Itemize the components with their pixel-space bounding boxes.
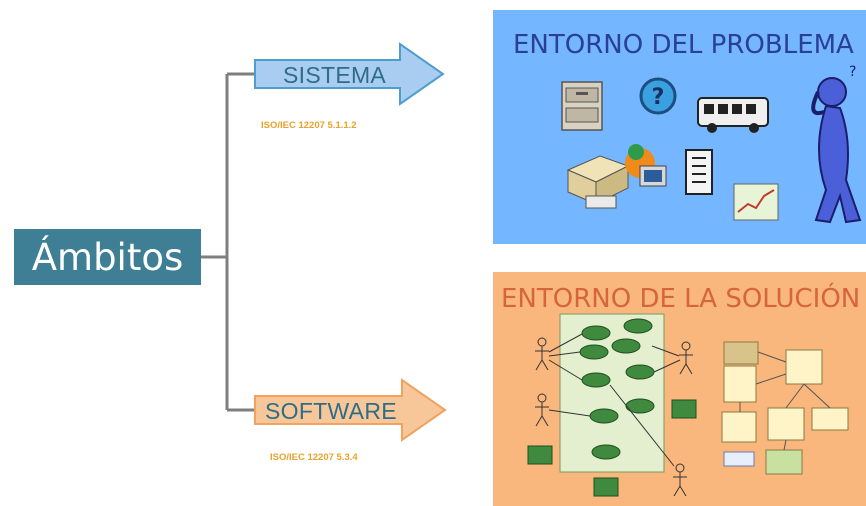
thinking-person-icon: ? (811, 64, 862, 224)
problem-title: ENTORNO DEL PROBLEMA (513, 30, 854, 60)
stock-chart-icon (733, 183, 779, 221)
problem-panel (493, 10, 866, 244)
svg-text:?: ? (849, 64, 856, 80)
bus-icon (697, 97, 769, 133)
class-diagram (721, 341, 849, 475)
ambitos-label: Ámbitos (31, 235, 184, 279)
solution-title: ENTORNO DE LA SOLUCIÓN (501, 284, 861, 314)
server-tower-icon (685, 149, 713, 195)
connector-lines (201, 72, 255, 412)
box-package-icon (566, 155, 630, 209)
sistema-standard: ISO/IEC 12207 5.1.1.2 (261, 120, 357, 131)
software-standard: ISO/IEC 12207 5.3.4 (270, 452, 358, 463)
sistema-label: SISTEMA (283, 62, 387, 88)
ambitos-box: Ámbitos (14, 229, 201, 285)
svg-text:?: ? (652, 85, 665, 110)
question-mark-icon: ? (639, 77, 677, 115)
software-arrow (254, 378, 447, 442)
globe-computer-icon (625, 144, 667, 187)
sistema-arrow (254, 42, 445, 106)
filing-cabinet-icon (561, 81, 603, 131)
solution-panel (493, 272, 866, 506)
use-case-diagram (527, 313, 697, 497)
software-label: SOFTWARE (265, 398, 397, 424)
